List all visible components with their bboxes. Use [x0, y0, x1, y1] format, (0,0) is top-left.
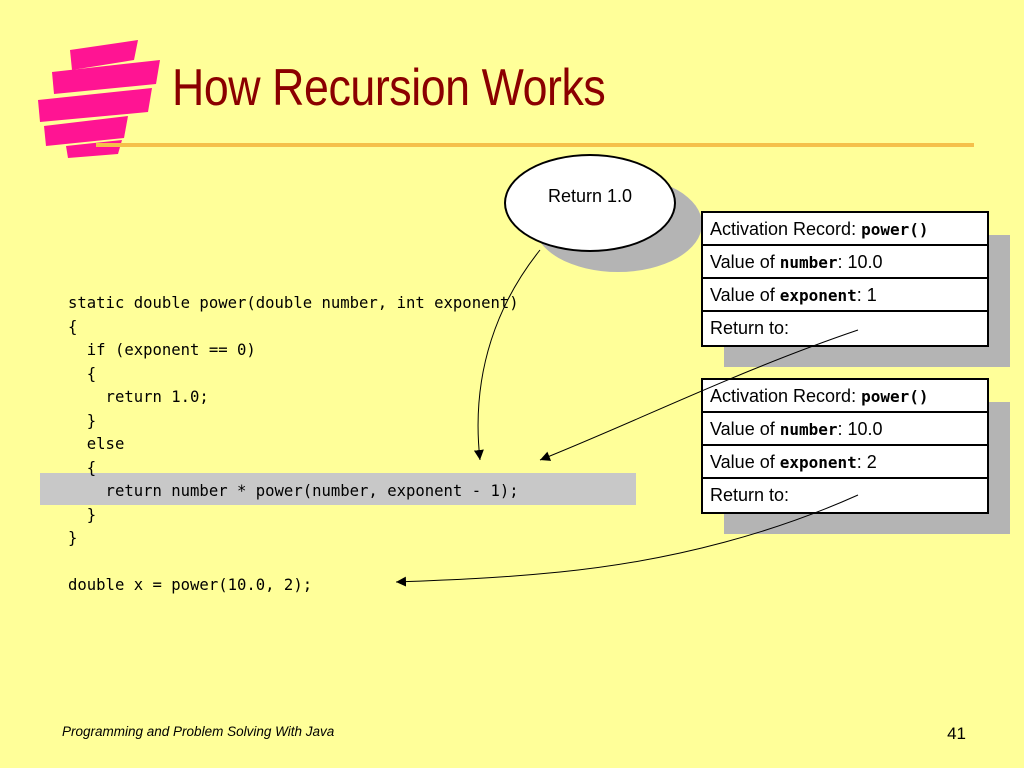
ar-header-row: Activation Record: power(): [703, 380, 987, 413]
ar-exponent-value: : 2: [856, 452, 877, 472]
page-number: 41: [947, 724, 966, 743]
ar-number-value: : 10.0: [837, 252, 883, 272]
ar-exponent-value: : 1: [856, 285, 877, 305]
ar-return-row: Return to:: [703, 312, 987, 345]
ar-return-row: Return to:: [703, 479, 987, 512]
ar-header-row: Activation Record: power(): [703, 213, 987, 246]
return-bubble-text: Return 1.0: [547, 185, 633, 206]
ar-method-name: power(): [861, 387, 929, 406]
return-bubble: Return 1.0: [504, 154, 676, 252]
code-line: else: [68, 435, 125, 453]
ar-return-label: Return to:: [710, 485, 790, 505]
ar-number-label: Value of: [710, 419, 780, 439]
ar-number-label: Value of: [710, 252, 780, 272]
code-line-highlighted: return number * power(number, exponent -…: [68, 482, 519, 500]
ar-number-name: number: [779, 253, 838, 272]
ar-exponent-label: Value of: [710, 452, 780, 472]
return-value-arrow: [473, 249, 541, 461]
ar-exponent-name: exponent: [779, 286, 857, 305]
ar-return-label: Return to:: [710, 318, 790, 338]
footer-title: Programming and Problem Solving With Jav…: [62, 724, 335, 739]
code-line: }: [68, 529, 78, 547]
ar-number-value: : 10.0: [837, 419, 883, 439]
activation-record-top: Activation Record: power() Value of numb…: [701, 211, 989, 347]
code-line: {: [68, 458, 97, 477]
ar-header-label: Activation Record:: [710, 386, 862, 406]
code-highlight: [40, 473, 636, 505]
code-line: return 1.0;: [68, 388, 209, 406]
code-line: }: [68, 411, 97, 430]
ar-number-name: number: [779, 420, 838, 439]
ar-exponent-row: Value of exponent: 2: [703, 446, 987, 479]
ar-number-row: Value of number: 10.0: [703, 413, 987, 446]
logo-scribble-icon: [38, 40, 160, 158]
code-line: double x = power(10.0, 2);: [68, 576, 313, 594]
code-line: static double power(double number, int e…: [68, 294, 519, 312]
activation-record-bottom: Activation Record: power() Value of numb…: [701, 378, 989, 514]
ar-header-label: Activation Record:: [710, 219, 862, 239]
code-line: {: [68, 364, 97, 383]
ar-number-row: Value of number: 10.0: [703, 246, 987, 279]
ar-exponent-name: exponent: [779, 453, 857, 472]
return-to-arrow-bottom: [395, 494, 859, 587]
code-line: }: [68, 505, 97, 524]
code-line: {: [68, 317, 78, 336]
return-to-arrow-top: [539, 329, 859, 461]
ar-method-name: power(): [861, 220, 929, 239]
code-block: static double power(double number, int e…: [68, 292, 519, 598]
ar-exponent-row: Value of exponent: 1: [703, 279, 987, 312]
page-title: How Recursion Works: [172, 59, 606, 117]
code-line: if (exponent == 0): [68, 341, 256, 359]
title-divider: [96, 143, 974, 147]
ar-exponent-label: Value of: [710, 285, 780, 305]
